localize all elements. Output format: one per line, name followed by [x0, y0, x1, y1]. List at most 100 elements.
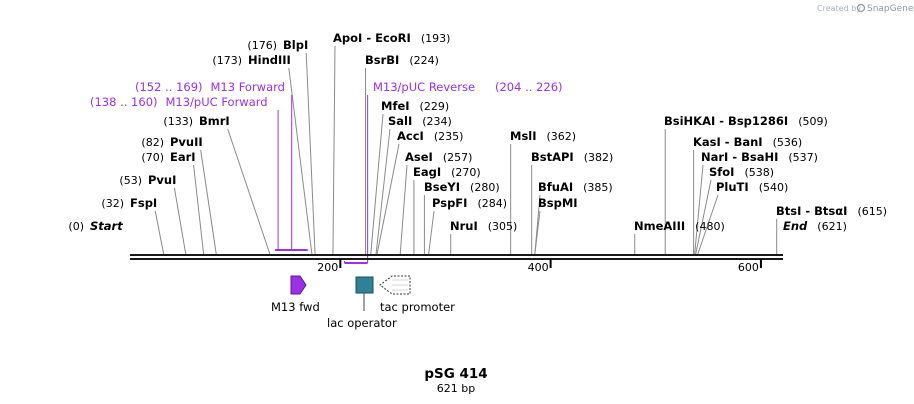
site-connector [534, 210, 541, 255]
site-acci[interactable]: AccI(235) [397, 129, 463, 143]
site-position: (537) [788, 151, 818, 164]
site-connector [694, 164, 704, 255]
site-btsi-bts-i[interactable]: BtsI - BtsαI(615) [776, 204, 887, 218]
site-connector [227, 128, 271, 255]
site-name: HindIII [248, 53, 291, 67]
site-pvui[interactable]: PvuI (53) [119, 173, 176, 187]
site-sali[interactable]: SalI(234) [388, 114, 452, 128]
primer-name: M13/pUC Forward [166, 95, 268, 109]
site-connector [376, 143, 400, 255]
site-connector [332, 45, 336, 255]
snapgene-credit: Created by SnapGene [817, 3, 914, 14]
site-eagi[interactable]: EagI(270) [413, 165, 481, 179]
site-bmri[interactable]: BmrI (133) [163, 114, 229, 128]
site-position: (53) [119, 174, 142, 187]
site-end[interactable]: End(621) [783, 219, 847, 233]
site-name: BspMI [538, 196, 578, 210]
site-connector [173, 187, 187, 255]
primer-m13-forward[interactable]: (152 .. 169)M13 Forward [135, 80, 285, 94]
site-position: (305) [488, 220, 518, 233]
site-bseyi[interactable]: BseYI(280) [424, 180, 500, 194]
m13-fwd-arrow-icon[interactable] [290, 275, 307, 295]
site-position: (536) [773, 136, 803, 149]
site-name: NruI [450, 219, 478, 233]
site-bspmi[interactable]: BspMI [538, 196, 578, 210]
site-apoi-ecori[interactable]: ApoI - EcoRI(193) [333, 31, 450, 45]
site-connector [399, 164, 408, 255]
site-position: (362) [547, 130, 577, 143]
snapgene-logo-icon [856, 3, 866, 13]
site-name: BtsI - BtsαI [776, 204, 847, 218]
primer-range: (204 .. 226) [495, 80, 563, 94]
site-nari-bsahi[interactable]: NarI - BsaHI(537) [701, 150, 818, 164]
site-connector [695, 179, 712, 255]
feature-m13-fwd[interactable]: M13 fwd [271, 275, 320, 314]
site-position: (235) [434, 130, 464, 143]
site-bsrbi[interactable]: BsrBI(224) [365, 53, 439, 67]
site-name: BfuAI [538, 180, 573, 194]
site-position: (70) [141, 151, 164, 164]
site-fspi[interactable]: FspI (32) [101, 196, 157, 210]
site-position: (173) [212, 54, 242, 67]
primer-range: (138 .. 160) [90, 95, 158, 109]
site-name: Start [90, 219, 123, 233]
site-mfei[interactable]: MfeI(229) [381, 99, 449, 113]
site-blpi[interactable]: BlpI(176) [247, 38, 308, 52]
map-length: 621 bp [437, 382, 475, 395]
site-position: (82) [141, 136, 164, 149]
site-connector [200, 149, 217, 255]
site-nrui[interactable]: NruI (305) [450, 219, 517, 233]
primer-connector-lines [275, 95, 369, 264]
credit-prefix: Created by [817, 4, 861, 13]
site-position: (133) [163, 115, 193, 128]
site-start[interactable]: Start (0) [68, 219, 123, 233]
site-position: (193) [421, 32, 451, 45]
site-position: (229) [420, 100, 450, 113]
primer-m13-puc-forward[interactable]: (138 .. 160) M13/pUC Forward [90, 95, 268, 109]
site-pvuii[interactable]: PvuII (82) [141, 135, 202, 149]
site-bfuai[interactable]: BfuAI(385) [538, 180, 613, 194]
site-position: (176) [247, 39, 277, 52]
site-pspfi[interactable]: PspFI(284) [432, 196, 507, 210]
site-name: PvuII [170, 135, 203, 149]
map-title: pSG 414 [424, 366, 487, 382]
site-position: (382) [584, 151, 614, 164]
site-position: (270) [451, 166, 481, 179]
site-hindiii[interactable]: HindIII (173) [212, 53, 290, 67]
site-msli[interactable]: MslI(362) [510, 129, 576, 143]
primer-m13-puc-reverse[interactable]: (204 .. 226) M13/pUC Reverse [373, 80, 563, 94]
site-connector [697, 194, 719, 255]
site-pluti[interactable]: PluTI(540) [716, 180, 788, 194]
site-position: (280) [470, 181, 500, 194]
site-position: (621) [817, 220, 847, 233]
site-position: (32) [101, 197, 124, 210]
site-name: PspFI [432, 196, 467, 210]
site-name: BmrI [199, 114, 230, 128]
site-bsihkai-bsp1286i[interactable]: BsiHKAI - Bsp1286I(509) [664, 114, 828, 128]
site-name: NmeAIII [634, 219, 685, 233]
site-name: FspI [130, 196, 157, 210]
site-name: AseI [405, 150, 433, 164]
site-name: BstAPI [531, 150, 574, 164]
site-connector [154, 210, 165, 255]
site-nmeaiii[interactable]: NmeAIII (480) [634, 219, 725, 233]
site-position: (0) [68, 220, 84, 233]
site-name: PvuI [148, 173, 176, 187]
site-eari[interactable]: EarI(70) [141, 150, 195, 164]
lac-operator-box-icon[interactable] [355, 276, 374, 294]
ruler-tick-label: 200 [317, 261, 338, 274]
feature-tac-promoter[interactable]: tac promoter [379, 275, 455, 314]
site-connector [193, 164, 205, 255]
site-kasi-bani[interactable]: KasI - BanI(536) [693, 135, 802, 149]
site-connector [288, 67, 313, 255]
dna-backbone [130, 254, 783, 260]
site-connector [305, 52, 316, 255]
primer-name: M13/pUC Reverse [373, 80, 475, 94]
site-position: (480) [695, 220, 725, 233]
site-bstapi[interactable]: BstAPI (382) [531, 150, 613, 164]
site-asei[interactable]: AseI(257) [405, 150, 472, 164]
feature-lac-operator[interactable]: lac operator [327, 276, 397, 330]
site-sfoi[interactable]: SfoI(538) [709, 165, 774, 179]
primer-range: (152 .. 169) [135, 80, 203, 94]
